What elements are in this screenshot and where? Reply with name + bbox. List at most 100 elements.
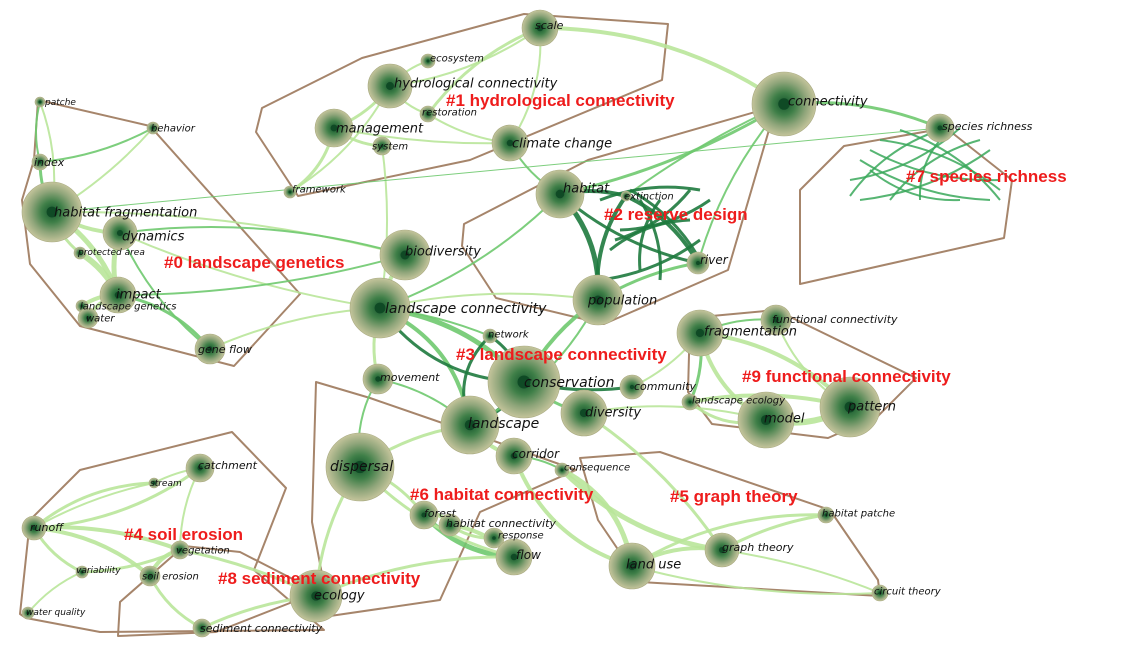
keyword-label: ecology (314, 589, 365, 604)
link (599, 185, 701, 202)
keyword-label: graph theory (722, 541, 794, 554)
keyword-node-scale[interactable] (521, 9, 559, 47)
link (899, 129, 1001, 201)
keyword-node-habconn[interactable] (438, 513, 462, 537)
keyword-node-diversity[interactable] (560, 389, 608, 437)
keyword-node-pattern[interactable] (819, 376, 881, 438)
link (859, 159, 991, 201)
keyword-label: functional connectivity (772, 313, 898, 326)
keyword-node-landscape[interactable] (440, 395, 500, 455)
keyword-node-vegetation[interactable] (170, 540, 190, 560)
node-core (386, 82, 394, 90)
keyword-node-landconn[interactable] (349, 277, 411, 339)
node-core (31, 525, 37, 531)
keyword-node-corridor[interactable] (495, 437, 533, 475)
keyword-label: model (764, 412, 805, 427)
link (609, 218, 691, 252)
keyword-node-climate[interactable] (491, 124, 529, 162)
keyword-node-system[interactable] (372, 136, 392, 156)
keyword-node-community[interactable] (619, 374, 645, 400)
keyword-node-protarea[interactable] (73, 246, 87, 260)
node-core (464, 419, 476, 431)
keyword-node-connectivity[interactable] (751, 71, 817, 137)
keyword-node-extinction[interactable] (620, 190, 632, 202)
keyword-node-landuse[interactable] (608, 542, 656, 590)
keyword-node-river[interactable] (686, 251, 710, 275)
keyword-node-dispersal[interactable] (325, 432, 395, 502)
keyword-node-ecosystem[interactable] (420, 53, 436, 69)
keyword-node-habfrag[interactable] (21, 181, 83, 243)
keyword-node-sedconn[interactable] (192, 618, 212, 638)
node-core (400, 250, 410, 260)
node-core (937, 125, 943, 131)
link (638, 199, 662, 281)
keyword-label: corridor (512, 447, 560, 461)
node-core (844, 401, 856, 413)
keyword-label: framework (292, 185, 347, 196)
keyword-node-species[interactable] (925, 113, 955, 143)
keyword-label: species richness (942, 120, 1033, 133)
keyword-node-graphtheory[interactable] (704, 532, 740, 568)
keyword-node-water[interactable] (77, 307, 99, 329)
node-core (288, 190, 292, 194)
node-core (374, 302, 386, 314)
keyword-node-geneflow[interactable] (194, 333, 226, 365)
keyword-node-hydroconn[interactable] (367, 63, 413, 109)
keyword-node-patche[interactable] (34, 96, 46, 108)
node-core (148, 574, 152, 578)
keyword-node-consequence[interactable] (554, 462, 570, 478)
keyword-label: dynamics (122, 230, 185, 245)
keyword-node-forest[interactable] (409, 500, 439, 530)
cluster-label-c5: #5 graph theory (670, 487, 798, 506)
keyword-node-catchment[interactable] (185, 453, 215, 483)
link (148, 574, 204, 630)
keyword-label: pattern (847, 400, 896, 415)
keyword-node-network[interactable] (482, 328, 498, 344)
keyword-node-index[interactable] (31, 153, 49, 171)
cluster-label-c9: #9 functional connectivity (742, 367, 951, 386)
keyword-node-restoration[interactable] (419, 105, 437, 123)
node-core (197, 465, 203, 471)
cluster-label-c7: #7 species richness (906, 167, 1067, 186)
keyword-node-behavior[interactable] (146, 121, 160, 135)
link (32, 525, 182, 552)
keyword-node-framework[interactable] (283, 185, 297, 199)
keyword-node-response[interactable] (483, 527, 505, 549)
keyword-label: water quality (26, 608, 86, 618)
keyword-node-population[interactable] (572, 274, 624, 326)
keyword-node-waterquality[interactable] (21, 606, 35, 620)
keyword-node-fragmentation[interactable] (676, 309, 724, 357)
keyword-node-model[interactable] (737, 391, 795, 449)
keyword-node-soilerosion[interactable] (139, 565, 161, 587)
keyword-label: habitat fragmentation (54, 206, 197, 221)
keyword-node-circuit[interactable] (871, 584, 889, 602)
cluster-label-c1: #1 hydrological connectivity (446, 91, 675, 110)
keyword-label: diversity (585, 406, 641, 421)
keyword-node-runoff[interactable] (21, 515, 47, 541)
keyword-node-stream[interactable] (148, 477, 160, 489)
link (33, 482, 155, 529)
node-core (80, 304, 84, 308)
keyword-node-habitat[interactable] (535, 169, 585, 219)
keyword-label: landscape connectivity (385, 301, 547, 317)
keyword-node-conservation[interactable] (487, 345, 561, 419)
keyword-node-variability[interactable] (75, 565, 89, 579)
keyword-node-habpatche[interactable] (817, 506, 835, 524)
node-core (46, 206, 58, 218)
keyword-node-dynamics[interactable] (102, 215, 138, 251)
keyword-node-movement[interactable] (362, 363, 394, 395)
keyword-node-management[interactable] (314, 108, 354, 148)
keyword-label: network (488, 330, 530, 341)
keyword-node-ecology[interactable] (289, 569, 343, 623)
keyword-node-landecol[interactable] (681, 393, 699, 411)
link (119, 232, 211, 350)
keyword-node-funcconn[interactable] (760, 304, 792, 336)
link (80, 548, 182, 574)
cluster-label-c0: #0 landscape genetics (164, 253, 344, 272)
keyword-node-impact[interactable] (99, 276, 137, 314)
node-core (555, 189, 565, 199)
keyword-node-flow[interactable] (495, 538, 533, 576)
keyword-node-biodiversity[interactable] (379, 229, 431, 281)
node-core (488, 334, 492, 338)
